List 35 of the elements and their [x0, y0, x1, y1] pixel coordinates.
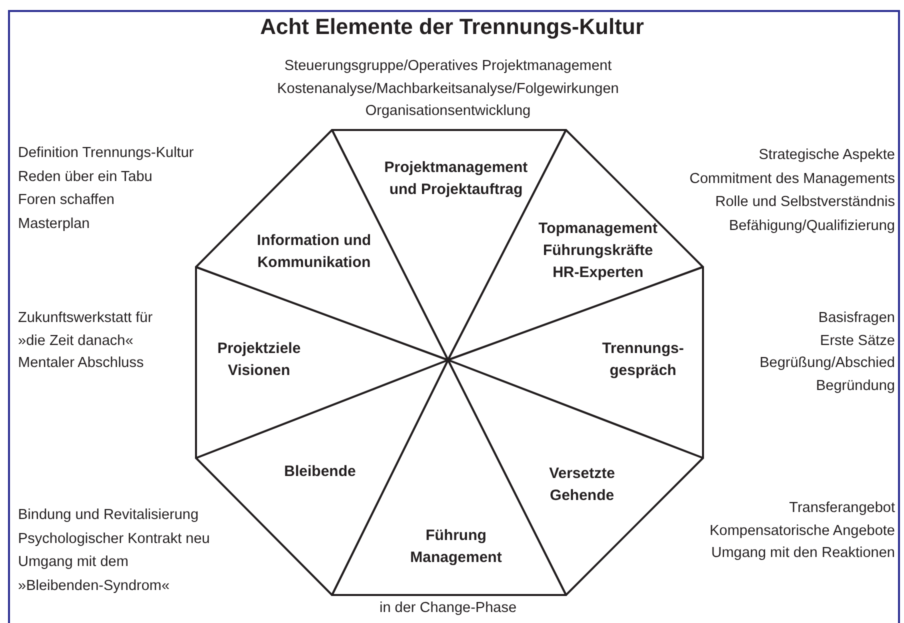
note-text: Begrüßung/Abschied	[760, 354, 895, 373]
note-text: Masterplan	[18, 214, 90, 234]
segment-label: Topmanagement Führungskräfte HR-Experten	[538, 219, 658, 283]
segment-label: Projektziele Visionen	[216, 339, 302, 381]
note-text: Reden über ein Tabu	[18, 168, 152, 186]
segment-label: Information und Kommunikation	[256, 231, 372, 273]
note-text: Commitment des Managements	[690, 170, 895, 188]
note-text: Basisfragen	[818, 309, 895, 328]
segment-label: Bleibende	[283, 462, 357, 482]
note-text: Steuerungsgruppe/Operatives Projektmanagement	[284, 57, 612, 76]
note-text: Mentaler Abschluss	[18, 354, 144, 373]
note-text: Strategische Aspekte	[758, 146, 895, 165]
note-text: Rolle und Selbstverständnis	[715, 193, 895, 212]
segment-label: Führung Management	[409, 526, 503, 568]
note-text: Umgang mit den Reaktionen	[711, 544, 895, 563]
note-text: Definition Trennungs-Kultur	[18, 144, 194, 163]
note-text: Organisationsentwicklung	[365, 102, 531, 121]
note-text: Befähigung/Qualifizierung	[728, 216, 895, 236]
note-text: Umgang mit dem	[18, 553, 128, 572]
note-text: Transferangebot	[789, 499, 895, 518]
segment-label: Projektmanagement und Projektauftrag	[383, 158, 529, 200]
note-text: Begründung	[816, 376, 895, 396]
note-text: Kostenanalyse/Machbarkeitsanalyse/Folgewirkungen	[277, 80, 619, 98]
diagram-title: Acht Elemente der Trennungs-Kultur	[259, 14, 645, 40]
note-text: »die Zeit danach«	[18, 332, 134, 350]
note-text: Foren schaffen	[18, 191, 114, 210]
note-text: Kompensatorische Angebote	[710, 522, 895, 540]
segment-label: Trennungs- gespräch	[601, 339, 685, 381]
note-text: Psychologischer Kontrakt neu	[18, 530, 210, 548]
note-text: Erste Sätze	[820, 332, 895, 350]
note-text: in der Change-Phase	[379, 599, 517, 618]
note-text: »Bleibenden-Syndrom«	[18, 576, 170, 596]
segment-label: Versetzte Gehende	[548, 464, 616, 506]
note-text: Bindung und Revitalisierung	[18, 506, 199, 525]
note-text: Zukunftswerkstatt für	[18, 309, 153, 328]
